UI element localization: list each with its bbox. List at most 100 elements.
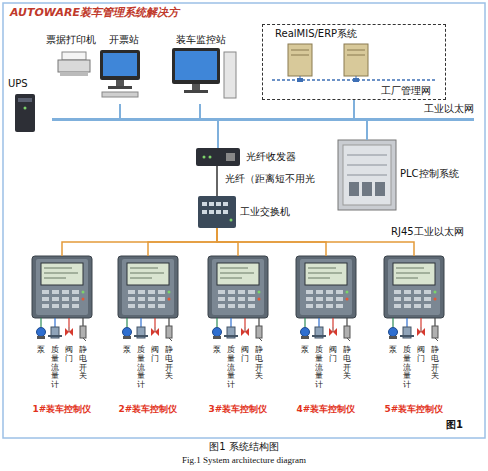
printer-icon <box>58 52 90 76</box>
server-icon <box>347 55 365 56</box>
pc-icon <box>172 48 220 84</box>
instrument-label: 质量流量计 <box>403 346 411 390</box>
server-icon <box>344 44 368 76</box>
node-label: 开票站 <box>109 34 139 46</box>
instrument-label: 阀门 <box>329 346 337 364</box>
node-label: 2#装车控制仪 <box>119 404 178 414</box>
field-instrument-groups <box>123 318 173 341</box>
ups-icon <box>18 98 32 102</box>
figure-mark: 图1 <box>446 419 463 431</box>
network-link <box>353 100 355 118</box>
node-label: 装车监控站 <box>176 34 226 46</box>
instrument-label: 质量流量计 <box>227 346 235 390</box>
switch-icon <box>198 196 236 228</box>
switch-icon <box>223 210 228 214</box>
network-box: RealMIS/ERP系统工厂管理网 <box>262 24 446 100</box>
node-label: RealMIS/ERP系统 <box>275 28 357 40</box>
plc-cabinet-icon <box>362 182 372 196</box>
plc-cabinet: PLC控制系统 <box>338 140 396 210</box>
instrument-label: 质量流量计 <box>51 346 59 390</box>
network-link <box>62 228 217 256</box>
switch-icon <box>209 202 214 206</box>
node-label: 4#装车控制仪 <box>297 404 356 414</box>
fiber-transceiver-icon <box>196 148 240 166</box>
figure-caption: 图1 系统结构图 <box>209 441 279 453</box>
connector-part <box>62 100 414 256</box>
field-instrument-groups <box>213 318 263 341</box>
switch-icon <box>216 210 221 214</box>
pc-icon <box>108 86 132 89</box>
loading-controller: 2#装车控制仪 <box>118 256 178 318</box>
fiber-transceiver-icon <box>209 156 212 159</box>
ups-device: UPS <box>6 78 46 136</box>
server-icon <box>353 78 359 82</box>
pc-icon <box>116 80 124 86</box>
network-link <box>199 104 201 118</box>
server-icon <box>347 50 365 51</box>
server-icon <box>288 44 312 76</box>
node-label: UPS <box>8 78 28 90</box>
ups-icon <box>15 94 35 132</box>
controller-devices <box>32 256 92 318</box>
switch-icon <box>198 196 236 228</box>
link-label: 光纤（距离短不用光 <box>224 173 316 185</box>
plc-cabinet-icon <box>375 182 385 196</box>
printer-icon <box>58 60 90 72</box>
switch-icon <box>202 210 207 214</box>
plc-cabinet-icon <box>347 165 387 166</box>
pc-icon <box>102 92 138 97</box>
network-switch: 工业交换机 <box>198 196 236 228</box>
network-link <box>148 228 217 256</box>
instrument-label: 泵 <box>213 346 221 355</box>
loading-controller: 3#装车控制仪 <box>208 256 268 318</box>
instrument-label: 静电开关 <box>79 346 87 381</box>
instrument-label: 阀门 <box>417 346 425 364</box>
workstation: 装车监控站 <box>165 34 237 104</box>
switch-icon <box>209 210 214 214</box>
instrument-label: 阀门 <box>151 346 159 364</box>
controller-devices <box>118 256 178 318</box>
instrument-label: 静电开关 <box>255 346 263 381</box>
node-label: 工厂管理网 <box>381 85 431 97</box>
printer-icon <box>62 52 86 60</box>
loading-controller: 1#装车控制仪 <box>32 256 92 318</box>
pc-icon <box>172 48 236 98</box>
switch-icon <box>223 202 228 206</box>
switch-icon <box>202 202 207 206</box>
instrument-label: 质量流量计 <box>315 346 323 390</box>
network-link <box>217 121 219 148</box>
instrument-label: 静电开关 <box>431 346 439 381</box>
instrument-label: 静电开关 <box>165 346 173 381</box>
controller-devices <box>296 256 356 318</box>
instrument-label: 阀门 <box>241 346 249 364</box>
field-instrument-groups <box>37 318 87 341</box>
instrument-label: 质量流量计 <box>137 346 145 390</box>
instrument-label: 阀门 <box>65 346 73 364</box>
node-label: 票据打印机 <box>46 34 96 46</box>
network-link <box>366 121 368 140</box>
pc-icon <box>184 90 208 93</box>
server-icon <box>297 78 303 82</box>
ups-icon <box>24 107 27 110</box>
diagram-title: AUTOWARE装车管理系统解决方 <box>10 7 179 20</box>
printer-device: 票据打印机 <box>43 34 99 80</box>
switch-icon <box>230 219 233 222</box>
plc-cabinet-icon <box>347 155 387 156</box>
pc-icon <box>100 50 140 80</box>
network-link <box>217 228 414 256</box>
ups-icon <box>15 94 35 132</box>
instrument-label: 泵 <box>389 346 397 355</box>
node-label: 工业交换机 <box>240 206 290 218</box>
fiber-transceiver-icon <box>226 153 235 161</box>
node-label: 3#装车控制仪 <box>209 404 268 414</box>
printer-icon <box>60 72 88 76</box>
ethernet-bus: 工业以太网 <box>52 118 474 121</box>
instrument-label: 静电开关 <box>343 346 351 381</box>
server-icon <box>272 44 436 82</box>
link-label: RJ45工业以太网 <box>390 226 465 238</box>
fiber-transceiver-icon <box>196 148 240 166</box>
controller-devices <box>384 256 444 318</box>
instrument-label: 泵 <box>301 346 309 355</box>
server-icon <box>291 50 309 51</box>
caption-english: Fig.1 System architecture diagram <box>182 455 306 465</box>
